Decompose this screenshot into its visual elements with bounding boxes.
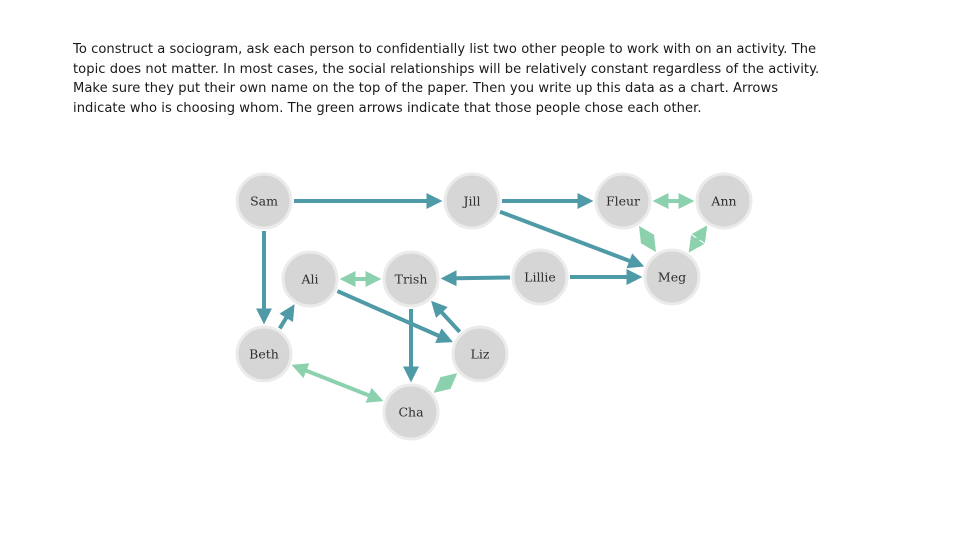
person-circle	[443, 172, 501, 230]
person-circle	[695, 172, 753, 230]
edges-layer	[256, 193, 708, 403]
choice-arrow-liz-trish	[431, 300, 462, 334]
person-node-cha: Cha	[382, 383, 440, 441]
person-node-sam: Sam	[235, 172, 293, 230]
person-label: Ali	[300, 272, 318, 287]
person-circle	[594, 172, 652, 230]
mutual-arrow-beth-cha	[291, 363, 384, 403]
person-label: Beth	[249, 347, 279, 362]
person-label: Sam	[250, 194, 278, 209]
choice-arrow-jill-meg	[499, 209, 645, 269]
choice-arrow-ali-liz	[336, 289, 453, 343]
person-circle	[235, 172, 293, 230]
person-circle	[643, 248, 701, 306]
intro-line: topic does not matter. In most cases, th…	[73, 61, 820, 77]
person-circle	[235, 325, 293, 383]
person-label: Meg	[658, 270, 686, 285]
person-label: Cha	[398, 405, 424, 420]
mutual-arrow-fleur-meg	[639, 225, 656, 253]
person-node-meg: Meg	[643, 248, 701, 306]
mutual-arrow-ann-meg	[688, 225, 708, 253]
person-node-lillie: Lillie	[511, 248, 569, 306]
intro-line: Make sure they put their own name on the…	[73, 81, 779, 96]
person-node-beth: Beth	[235, 325, 293, 383]
person-node-jill: Jill	[443, 172, 501, 230]
person-circle	[451, 325, 509, 383]
person-label: Trish	[395, 272, 428, 287]
person-node-ali: Ali	[281, 250, 339, 308]
person-label: Lillie	[524, 270, 556, 285]
choice-arrow-beth-ali	[277, 304, 295, 330]
mutual-arrow-liz-cha	[433, 373, 458, 393]
person-label: Liz	[471, 347, 490, 362]
person-label: Jill	[461, 194, 480, 209]
person-node-liz: Liz	[451, 325, 509, 383]
person-node-trish: Trish	[382, 250, 440, 308]
intro-line: To construct a sociogram, ask each perso…	[73, 42, 817, 57]
choice-arrow-lillie-trish	[440, 270, 511, 287]
person-circle	[382, 250, 440, 308]
person-label: Fleur	[606, 194, 640, 209]
intro-paragraph: To construct a sociogram, ask each perso…	[73, 40, 903, 118]
person-circle	[511, 248, 569, 306]
person-circle	[382, 383, 440, 441]
person-node-ann: Ann	[695, 172, 753, 230]
person-node-fleur: Fleur	[594, 172, 652, 230]
person-circle	[281, 250, 339, 308]
person-label: Ann	[710, 194, 736, 209]
intro-line: indicate who is choosing whom. The green…	[73, 100, 702, 116]
